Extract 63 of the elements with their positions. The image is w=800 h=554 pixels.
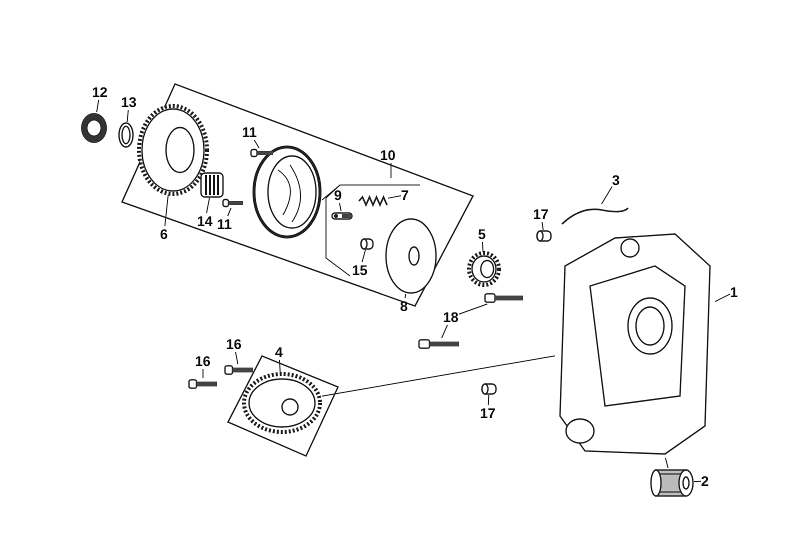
leader-line xyxy=(404,294,406,298)
oil-seal-drawing xyxy=(80,112,108,144)
callout-number: 1 xyxy=(730,284,738,300)
callout-number: 7 xyxy=(401,187,409,203)
leader-line xyxy=(362,250,366,262)
washer-drawing xyxy=(118,122,134,148)
oil-pump-drawing xyxy=(242,372,322,434)
callout-number: 11 xyxy=(217,216,232,232)
callout-number: 9 xyxy=(334,187,342,203)
leader-line xyxy=(601,186,612,204)
leader-line xyxy=(164,194,169,226)
bolt-drawing xyxy=(418,338,460,350)
callout-number: 15 xyxy=(352,262,368,278)
leader-line xyxy=(488,394,490,406)
callout-number: 17 xyxy=(480,405,496,421)
bushing-drawing xyxy=(650,468,694,498)
alignment-line xyxy=(322,355,556,397)
leader-line xyxy=(542,222,544,230)
leader-line xyxy=(278,360,281,372)
callout-number: 13 xyxy=(121,94,137,110)
roller-drawing xyxy=(360,238,374,250)
leader-line xyxy=(235,352,238,364)
bolt-drawing xyxy=(188,378,218,390)
callout-number: 16 xyxy=(195,353,211,369)
leader-line xyxy=(126,110,129,122)
callout-number: 2 xyxy=(701,473,709,489)
callout-number: 6 xyxy=(160,226,168,242)
dowel-pin-drawing xyxy=(536,230,552,242)
pin-drawing xyxy=(331,211,353,221)
callout-number: 10 xyxy=(380,147,396,163)
bolt-drawing xyxy=(250,148,274,158)
leader-line xyxy=(458,304,488,315)
callout-number: 4 xyxy=(275,344,283,360)
leader-line xyxy=(714,294,730,302)
leader-line xyxy=(202,368,204,378)
callout-number: 16 xyxy=(226,336,242,352)
bolt-drawing xyxy=(484,292,524,304)
alignment-line xyxy=(664,458,669,468)
callout-number: 12 xyxy=(92,84,108,100)
bolt-drawing xyxy=(224,364,254,376)
leader-line xyxy=(96,100,100,112)
leader-line xyxy=(339,202,342,212)
callout-number: 18 xyxy=(443,309,459,325)
callout-number: 11 xyxy=(242,124,257,140)
leader-line xyxy=(482,242,484,252)
callout-number: 3 xyxy=(612,172,620,188)
plate-drawing xyxy=(385,218,437,294)
leader-line xyxy=(227,208,232,216)
leader-line xyxy=(388,195,402,199)
leader-line xyxy=(694,480,702,482)
gear-drawing xyxy=(138,105,208,195)
gear-drawing xyxy=(468,252,500,286)
dowel-pin-drawing xyxy=(481,383,497,395)
bolt-drawing xyxy=(222,198,244,208)
callout-number: 17 xyxy=(533,206,549,222)
leader-line xyxy=(441,324,448,338)
leader-line xyxy=(254,140,260,148)
callout-number: 5 xyxy=(478,226,486,242)
callout-number: 14 xyxy=(197,213,213,229)
spring-drawing xyxy=(358,196,388,206)
needle-bearing-drawing xyxy=(200,172,224,198)
callout-number: 8 xyxy=(400,298,408,314)
leader-line xyxy=(206,198,210,214)
